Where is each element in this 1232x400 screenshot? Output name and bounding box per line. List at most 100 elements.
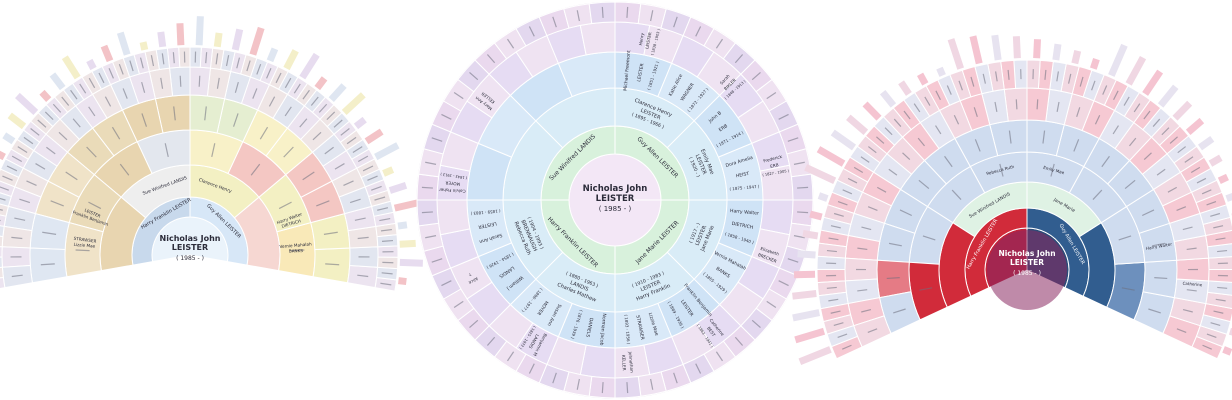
extra-ancestor-segment[interactable]: [213, 32, 223, 48]
ancestor-segment[interactable]: [876, 259, 912, 299]
extra-ancestor-segment[interactable]: [1142, 69, 1164, 96]
extra-ancestor-segment[interactable]: [1071, 49, 1082, 65]
extra-ancestor-segment[interactable]: [1197, 135, 1215, 151]
ancestor-segment[interactable]: [614, 1, 642, 25]
extra-ancestor-segment[interactable]: [249, 26, 265, 56]
ancestor-segment[interactable]: [786, 222, 812, 252]
extra-ancestor-segment[interactable]: [15, 92, 39, 116]
extra-ancestor-segment[interactable]: [1125, 55, 1147, 86]
ancestor-segment[interactable]: [312, 247, 351, 284]
extra-ancestor-segment[interactable]: [991, 34, 1002, 61]
ancestor-segment[interactable]: [637, 371, 667, 397]
extra-ancestor-segment[interactable]: [397, 221, 408, 230]
extra-ancestor-segment[interactable]: [936, 66, 946, 77]
extra-ancestor-segment[interactable]: [398, 277, 407, 286]
extra-ancestor-segment[interactable]: [804, 164, 837, 184]
ancestor-segment[interactable]: [0, 246, 3, 258]
extra-ancestor-segment[interactable]: [798, 346, 832, 366]
ancestor-segment[interactable]: [0, 235, 4, 248]
ancestor-segment[interactable]: [1, 225, 33, 249]
ancestor-segment[interactable]: [418, 222, 444, 252]
ancestor-segment[interactable]: [563, 371, 593, 397]
extra-ancestor-segment[interactable]: [1108, 43, 1128, 77]
ancestor-segment[interactable]: [1, 264, 34, 289]
extra-ancestor-segment[interactable]: [7, 112, 27, 130]
extra-ancestor-segment[interactable]: [917, 72, 929, 86]
extra-ancestor-segment[interactable]: [2, 132, 16, 145]
ancestor-segment[interactable]: [416, 173, 440, 201]
extra-ancestor-segment[interactable]: [969, 35, 983, 65]
extra-ancestor-segment[interactable]: [1185, 117, 1205, 135]
ancestor-segment[interactable]: [346, 264, 379, 289]
extra-ancestor-segment[interactable]: [1090, 58, 1100, 70]
ancestor-segment[interactable]: [0, 276, 6, 292]
extra-ancestor-segment[interactable]: [399, 239, 416, 248]
extra-ancestor-segment[interactable]: [1012, 36, 1021, 59]
ancestor-segment[interactable]: [790, 199, 814, 227]
extra-ancestor-segment[interactable]: [314, 76, 328, 91]
extra-ancestor-segment[interactable]: [1172, 100, 1193, 121]
extra-ancestor-segment[interactable]: [374, 142, 400, 161]
extra-ancestor-segment[interactable]: [809, 210, 823, 221]
ancestor-segment[interactable]: [29, 247, 68, 284]
extra-ancestor-segment[interactable]: [399, 258, 423, 267]
ancestor-segment[interactable]: [790, 173, 814, 201]
extra-ancestor-segment[interactable]: [299, 52, 320, 80]
ancestor-segment[interactable]: [64, 222, 104, 278]
ancestor-segment[interactable]: [436, 199, 471, 236]
ancestor-segment[interactable]: [1026, 87, 1051, 122]
extra-ancestor-segment[interactable]: [802, 230, 819, 240]
extra-ancestor-segment[interactable]: [1033, 39, 1041, 59]
extra-ancestor-segment[interactable]: [794, 327, 826, 344]
extra-ancestor-segment[interactable]: [1157, 84, 1179, 108]
extra-ancestor-segment[interactable]: [830, 129, 857, 151]
extra-ancestor-segment[interactable]: [100, 44, 114, 63]
extra-ancestor-segment[interactable]: [846, 114, 869, 135]
extra-ancestor-segment[interactable]: [947, 38, 964, 70]
extra-ancestor-segment[interactable]: [792, 309, 821, 322]
extra-ancestor-segment[interactable]: [176, 23, 185, 46]
ancestor-segment[interactable]: [189, 66, 212, 97]
extra-ancestor-segment[interactable]: [1225, 188, 1232, 202]
ancestor-segment[interactable]: [614, 375, 642, 399]
extra-ancestor-segment[interactable]: [0, 145, 6, 161]
extra-ancestor-segment[interactable]: [817, 192, 829, 202]
extra-ancestor-segment[interactable]: [61, 55, 81, 80]
extra-ancestor-segment[interactable]: [388, 182, 408, 194]
ancestor-segment[interactable]: [1142, 259, 1178, 299]
extra-ancestor-segment[interactable]: [1222, 346, 1232, 356]
extra-ancestor-segment[interactable]: [364, 128, 384, 145]
ancestor-segment[interactable]: [579, 21, 616, 56]
extra-ancestor-segment[interactable]: [382, 166, 395, 177]
extra-ancestor-segment[interactable]: [1208, 154, 1223, 167]
extra-ancestor-segment[interactable]: [266, 47, 279, 63]
extra-ancestor-segment[interactable]: [792, 290, 817, 300]
extra-ancestor-segment[interactable]: [157, 31, 167, 48]
ancestor-segment[interactable]: [786, 148, 812, 178]
extra-ancestor-segment[interactable]: [393, 199, 419, 212]
extra-ancestor-segment[interactable]: [862, 101, 882, 121]
extra-ancestor-segment[interactable]: [116, 31, 131, 56]
ancestor-segment[interactable]: [637, 3, 667, 29]
ancestor-segment[interactable]: [416, 199, 440, 227]
extra-ancestor-segment[interactable]: [1052, 43, 1062, 61]
extra-ancestor-segment[interactable]: [328, 83, 347, 102]
extra-ancestor-segment[interactable]: [231, 28, 244, 51]
extra-ancestor-segment[interactable]: [283, 49, 299, 71]
extra-ancestor-segment[interactable]: [816, 146, 846, 167]
extra-ancestor-segment[interactable]: [898, 80, 912, 96]
extra-ancestor-segment[interactable]: [49, 72, 66, 91]
ancestor-segment[interactable]: [418, 148, 444, 178]
extra-ancestor-segment[interactable]: [353, 116, 367, 130]
extra-ancestor-segment[interactable]: [86, 58, 97, 71]
ancestor-segment[interactable]: [588, 375, 616, 399]
extra-ancestor-segment[interactable]: [1217, 173, 1229, 184]
extra-ancestor-segment[interactable]: [797, 250, 816, 259]
ancestor-segment[interactable]: [588, 1, 616, 25]
extra-ancestor-segment[interactable]: [39, 89, 52, 102]
extra-ancestor-segment[interactable]: [341, 92, 366, 116]
ancestor-segment[interactable]: [563, 3, 593, 29]
extra-ancestor-segment[interactable]: [195, 16, 204, 46]
extra-ancestor-segment[interactable]: [879, 90, 897, 108]
extra-ancestor-segment[interactable]: [139, 41, 149, 51]
